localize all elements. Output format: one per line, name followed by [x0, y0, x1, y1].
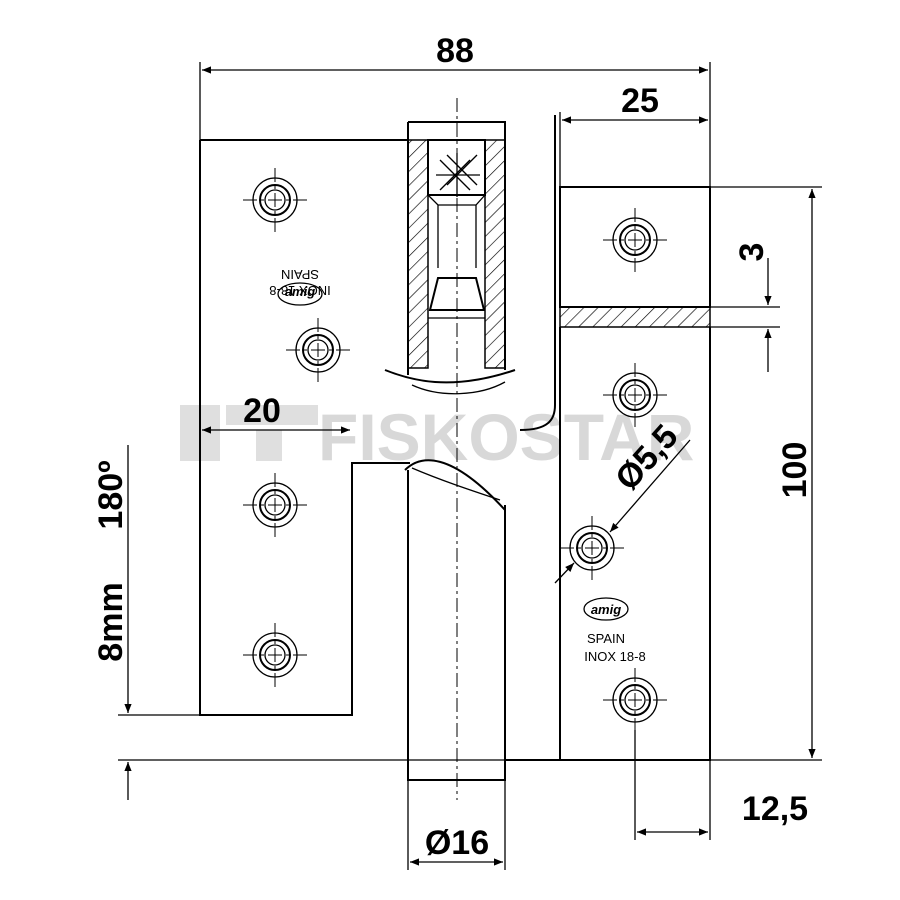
left-screw-hole-1: [242, 167, 308, 233]
right-stamp-brand: amig: [591, 602, 621, 617]
right-stamp-origin: SPAIN: [587, 631, 625, 646]
right-stamp-logo: [583, 597, 629, 621]
right-screw-hole-4: [602, 667, 668, 733]
left-leaf: INOX 18-8 SPAIN amig: [199, 139, 410, 716]
left-screw-hole-2: [285, 317, 351, 383]
knuckle-wall-right: [484, 139, 506, 369]
left-stamp-logo: [277, 282, 323, 306]
dimension-leaf-offset: 3: [733, 243, 771, 262]
right-screw-hole-1: [602, 207, 668, 273]
knuckle-cap-mark: [436, 153, 480, 197]
left-stamp: INOX 18-8 SPAIN: [269, 267, 331, 306]
right-screw-hole-3: [559, 515, 625, 581]
dimension-pin-diameter: Ø16: [425, 824, 489, 862]
watermark-logo-stem: [256, 430, 282, 461]
watermark: FISKOSTAR: [180, 400, 694, 474]
right-stamp: amig SPAIN INOX 18-8: [583, 597, 646, 664]
left-screw-hole-4: [242, 622, 308, 688]
dimension-overall-width: 88: [436, 32, 474, 70]
dimension-hole-edge-distance: 12,5: [742, 790, 808, 828]
dimension-height: 100: [776, 442, 814, 499]
right-leaf: amig SPAIN INOX 18-8: [505, 115, 711, 761]
hinge-knuckle: [384, 98, 516, 800]
left-screw-hole-3: [242, 472, 308, 538]
left-stamp-brand: amig: [285, 284, 315, 299]
dimension-drop: 8mm: [92, 582, 130, 661]
dimension-right-leaf-width: 25: [621, 82, 659, 120]
dimension-notch-width: 20: [243, 392, 281, 430]
watermark-text: FISKOSTAR: [318, 400, 694, 474]
knuckle-wall-left: [407, 139, 429, 369]
left-stamp-origin: SPAIN: [281, 267, 319, 282]
watermark-logo-bar: [226, 405, 318, 425]
right-leaf-offset-strip: [559, 306, 711, 328]
dimension-rotation: 180º: [92, 460, 130, 529]
right-stamp-material: INOX 18-8: [584, 649, 645, 664]
